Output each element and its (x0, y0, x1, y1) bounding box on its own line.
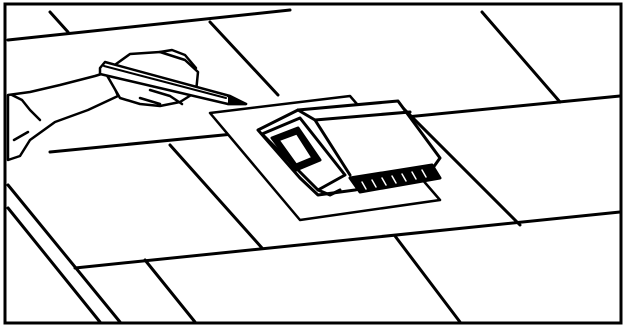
illustration-frame (0, 0, 625, 326)
roof-vent-illustration (0, 0, 625, 326)
